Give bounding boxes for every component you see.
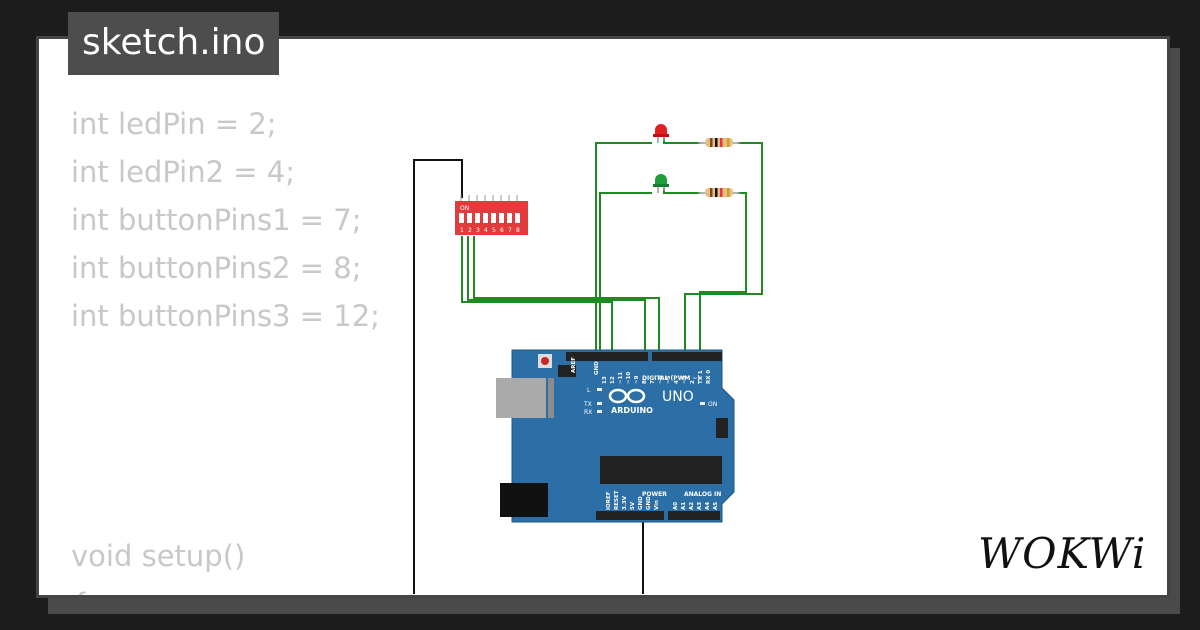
digital-header-1 (566, 352, 648, 361)
pin-label: GND (646, 496, 652, 510)
dip-number: 8 (516, 227, 520, 234)
pin-label: 12 (610, 376, 616, 384)
code-line: int ledPin2 = 4; (71, 155, 296, 189)
dip-number: 5 (492, 227, 496, 234)
resistor[interactable] (698, 138, 740, 147)
board-maker: ARDUINO (611, 406, 653, 415)
green-wires[interactable] (461, 138, 763, 352)
pin-label: RESET (614, 490, 620, 510)
arduino-uno-board[interactable]: ARDUINO UNO DIGITAL (PWM ~) ON POWER ANA… (496, 349, 735, 523)
usb-port (496, 378, 546, 418)
pin-label: A5 (713, 502, 719, 510)
pin-label: A1 (681, 502, 687, 510)
wokwi-logo-text: WOKWi (978, 529, 1146, 578)
pin-label: ~5 (666, 375, 672, 384)
pin-label: A3 (697, 502, 703, 510)
pin-label: 4 (674, 380, 680, 384)
power-jack (500, 483, 548, 517)
dip-number: 3 (476, 227, 480, 234)
code-line: void setup() (71, 539, 246, 573)
analog-header (668, 511, 720, 520)
code-line: int buttonPins1 = 7; (71, 203, 362, 237)
pin-label: Vin (654, 500, 660, 510)
atmega-chip (600, 456, 722, 484)
dip-number: 4 (484, 227, 488, 234)
red-led[interactable] (653, 124, 669, 143)
dip-number: 1 (460, 227, 464, 234)
pin-label: ~11 (618, 372, 624, 384)
pin-label: IOREF (606, 491, 612, 510)
pin-label: TX 1 (698, 370, 704, 384)
gnd-label: GND (594, 361, 600, 375)
dip-number: 7 (508, 227, 512, 234)
dip-on-label: ON (460, 205, 469, 212)
power-header (596, 511, 664, 520)
dip-switch[interactable]: ON 1 2 3 4 5 6 7 8 (455, 195, 528, 235)
pin-label: 8 (642, 380, 648, 384)
power-label: POWER (642, 491, 667, 498)
code-line: int ledPin = 2; (71, 107, 277, 141)
pin-label: A0 (673, 502, 679, 510)
digital-header-2 (652, 352, 722, 361)
tx-label: TX (583, 401, 592, 408)
wokwi-logo: WOKWi (978, 529, 1146, 578)
code-line: int buttonPins2 = 8; (71, 251, 362, 285)
on-label: ON (708, 401, 717, 408)
led-l-label: L (587, 387, 591, 394)
code-line: int buttonPins3 = 12; (71, 299, 380, 333)
arduino-logo-icon (608, 388, 646, 404)
rx-label: RX (584, 409, 592, 416)
pin-label: GND (638, 496, 644, 510)
dip-number: 2 (468, 227, 472, 234)
pin-label: 2 (690, 380, 696, 384)
pin-label: 5V (630, 501, 636, 510)
black-wire[interactable] (413, 159, 463, 600)
pin-label: ~6 (658, 375, 664, 384)
file-tab[interactable]: sketch.ino (68, 12, 280, 75)
dip-number: 6 (500, 227, 504, 234)
pin-label: 3.3V (622, 495, 628, 510)
analog-label: ANALOG IN (684, 491, 721, 498)
pin-label: 13 (602, 376, 608, 384)
pin-label: A4 (705, 502, 711, 510)
pin-label: ~9 (634, 375, 640, 384)
code-line: { (71, 587, 89, 595)
aref-label: AREF (571, 357, 577, 373)
project-card: int ledPin = 2; int ledPin2 = 4; int but… (36, 36, 1170, 598)
pin-label: A2 (689, 502, 695, 510)
pin-label: ~10 (626, 372, 632, 384)
board-name: UNO (662, 389, 694, 405)
digital-label: DIGITAL (PWM ~) (642, 375, 700, 382)
pin-label: 7 (650, 380, 656, 384)
pin-label: RX 0 (706, 370, 712, 384)
green-led[interactable] (653, 174, 669, 193)
resistor[interactable] (698, 188, 740, 197)
pin-label: ~3 (682, 375, 688, 384)
